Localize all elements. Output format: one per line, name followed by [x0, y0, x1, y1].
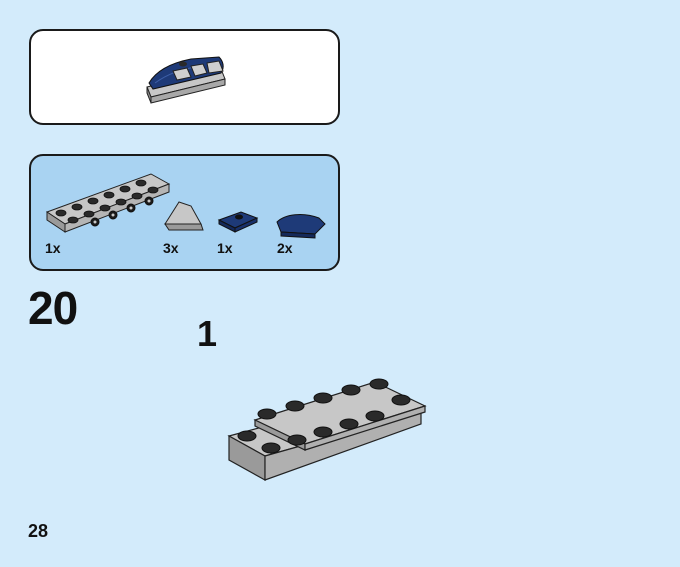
dark-blue-jumper-part-icon — [217, 211, 259, 233]
part-quantity-slope: 3x — [163, 240, 179, 256]
part-quantity-curved-slope: 2x — [277, 240, 293, 256]
step-number: 20 — [28, 282, 78, 334]
dark-blue-curved-slope-part-icon — [276, 214, 326, 239]
preview-panel — [29, 29, 340, 125]
page-number: 28 — [28, 521, 49, 541]
parts-list-panel: 1x 3x 1x 2x — [29, 154, 340, 271]
main-assembly-illustration — [227, 378, 427, 482]
gray-plate-part-icon — [45, 173, 171, 233]
preview-assembly-illustration — [146, 56, 226, 104]
part-quantity-jumper: 1x — [217, 240, 233, 256]
gray-slope-part-icon — [164, 201, 204, 231]
part-quantity-plate: 1x — [45, 240, 61, 256]
sub-step-number: 1 — [197, 313, 218, 354]
